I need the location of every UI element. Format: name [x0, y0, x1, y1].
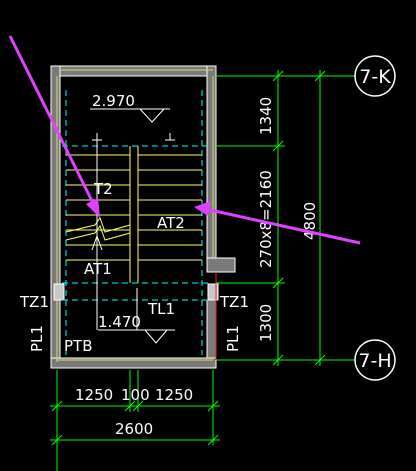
dim-h-right: 1250	[155, 386, 193, 404]
label-tz-right: TZ1	[219, 293, 249, 311]
flight-label-upper-left: T2	[93, 180, 113, 198]
dim-v-top: 1340	[257, 97, 275, 135]
annotation-arrow-right	[194, 201, 361, 245]
annotation-arrow-left	[8, 35, 100, 218]
label-pl-right: PL1	[224, 325, 242, 352]
walls	[50, 65, 236, 369]
label-ptb: PTB	[64, 337, 93, 355]
dim-v-bottom: 1300	[257, 304, 275, 342]
level-mark-landing: 1.470	[98, 313, 175, 344]
label-tl: TL1	[147, 300, 175, 318]
level-landing-text: 1.470	[98, 313, 141, 331]
flight-label-right: AT2	[157, 214, 185, 232]
walking-line	[91, 133, 175, 330]
dim-h-total: 2600	[115, 420, 153, 438]
flight-label-left: AT1	[84, 260, 112, 278]
label-pl-left: PL1	[28, 325, 46, 352]
vertical-dimensions	[216, 70, 355, 366]
label-tz-left: TZ1	[19, 293, 49, 311]
axis-label-bottom: 7-H	[358, 350, 391, 372]
dashed-beam-lines	[62, 90, 210, 355]
axis-label-top: 7-K	[359, 66, 391, 88]
axis-bubble-bottom: 7-H	[354, 339, 396, 381]
axis-bubble-top: 7-K	[354, 55, 396, 97]
dim-v-middle: 270x8=2160	[257, 170, 275, 268]
columns	[53, 283, 219, 301]
dim-h-left: 1250	[75, 386, 113, 404]
horizontal-dimensions	[50, 370, 220, 471]
dim-h-middle: 100	[121, 386, 150, 404]
level-mark-upper: 2.970	[90, 92, 170, 123]
level-upper-text: 2.970	[92, 92, 135, 110]
